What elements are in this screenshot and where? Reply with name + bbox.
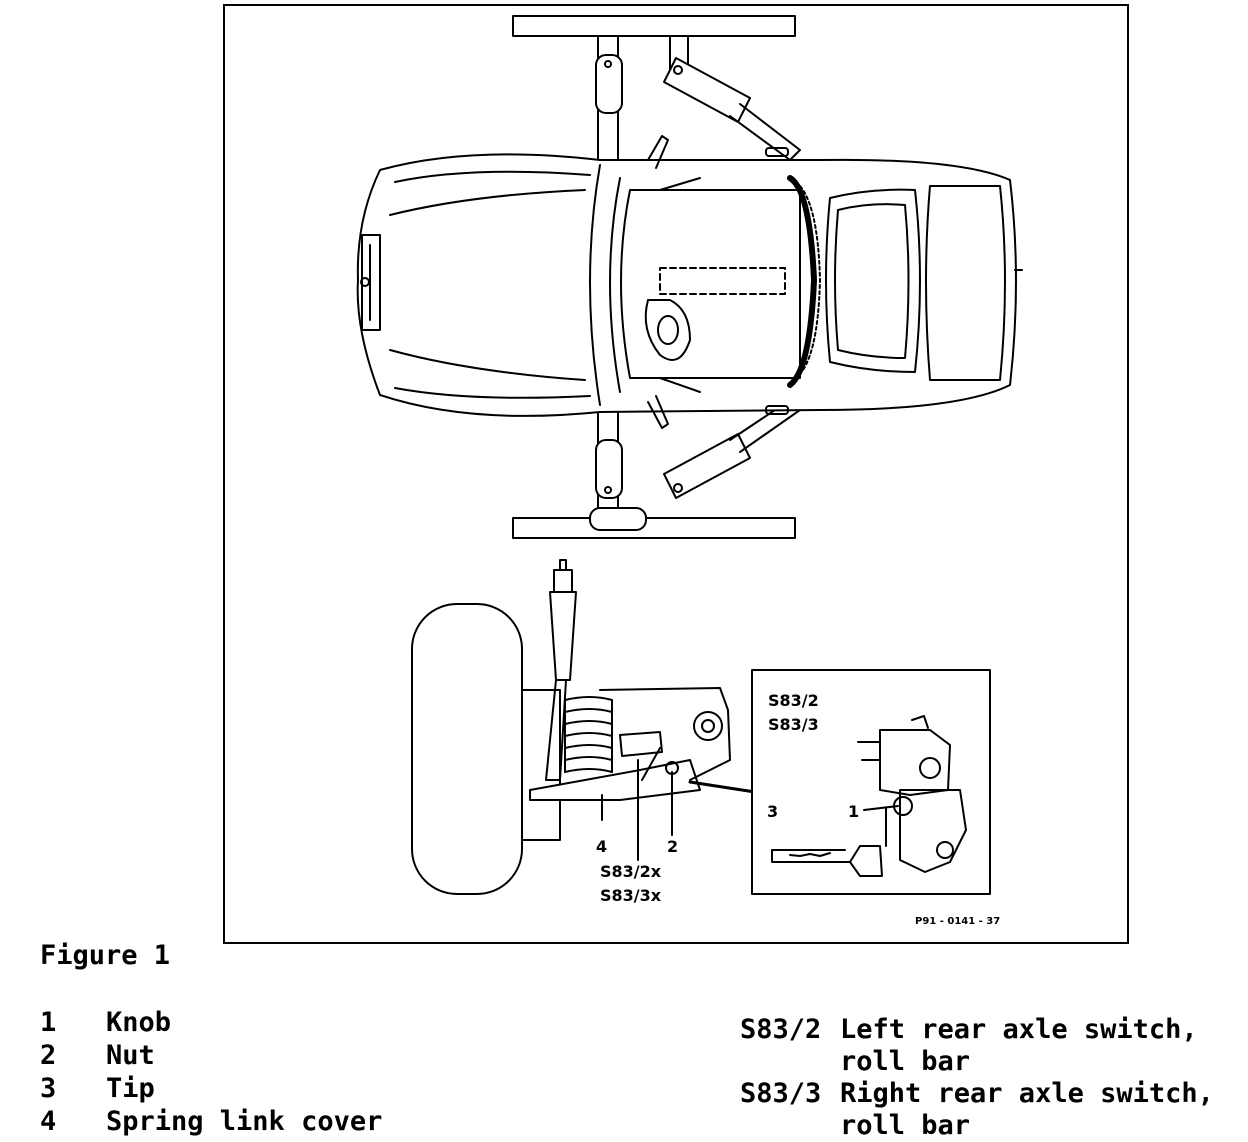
legend-item: 4 Spring link cover: [40, 1105, 382, 1138]
legend-item: 2 Nut: [40, 1039, 382, 1072]
legend-code: S83/2: [740, 1014, 822, 1045]
rear-axle-view: [411, 559, 757, 895]
legend-number: 2: [40, 1040, 57, 1071]
legend-text: Tip: [106, 1073, 155, 1104]
legend-text: Knob: [106, 1007, 172, 1038]
callout-s83-2x: S83/2x: [600, 862, 662, 881]
diagram-drawing: S83/2x S83/3x 4 2 S83/2 S83/3 3 1 P91 - …: [356, 15, 1023, 927]
legend-number: 1: [40, 1007, 57, 1038]
legend-text: Spring link cover: [106, 1106, 383, 1137]
legend-item: S83/2 Left rear axle switch,: [740, 1014, 1214, 1046]
legend-text: Right rear axle switch,: [840, 1078, 1214, 1109]
image-code: P91 - 0141 - 37: [915, 916, 1000, 927]
callout-2: 2: [667, 837, 678, 856]
legend-item: 3 Tip: [40, 1072, 382, 1105]
legend-item: 1 Knob: [40, 1006, 382, 1039]
callout-1: 1: [848, 802, 859, 821]
legend-switches: S83/2 Left rear axle switch, roll bar S8…: [740, 1014, 1214, 1142]
inset-label-s83-3: S83/3: [768, 715, 819, 734]
legend-text: Nut: [106, 1040, 155, 1071]
callout-3: 3: [767, 802, 778, 821]
legend-parts: 1 Knob 2 Nut 3 Tip 4 Spring link cover: [40, 1006, 382, 1138]
callout-4: 4: [596, 837, 607, 856]
legend-number: 3: [40, 1073, 57, 1104]
figure-frame: [223, 4, 1129, 944]
legend-item: S83/3 Right rear axle switch,: [740, 1078, 1214, 1110]
inset-label-s83-2: S83/2: [768, 691, 819, 710]
legend-code: S83/3: [740, 1078, 822, 1109]
legend-item-continuation: roll bar: [840, 1046, 971, 1077]
legend-item-continuation: roll bar: [840, 1110, 971, 1141]
car-top-view: [356, 135, 1023, 429]
switch-detail-inset: [751, 669, 991, 895]
legend-text: Left rear axle switch,: [840, 1014, 1198, 1045]
callout-s83-3x: S83/3x: [600, 886, 662, 905]
legend-number: 4: [40, 1106, 57, 1137]
figure-caption: Figure 1: [40, 940, 171, 971]
lift-platform: [512, 15, 801, 539]
